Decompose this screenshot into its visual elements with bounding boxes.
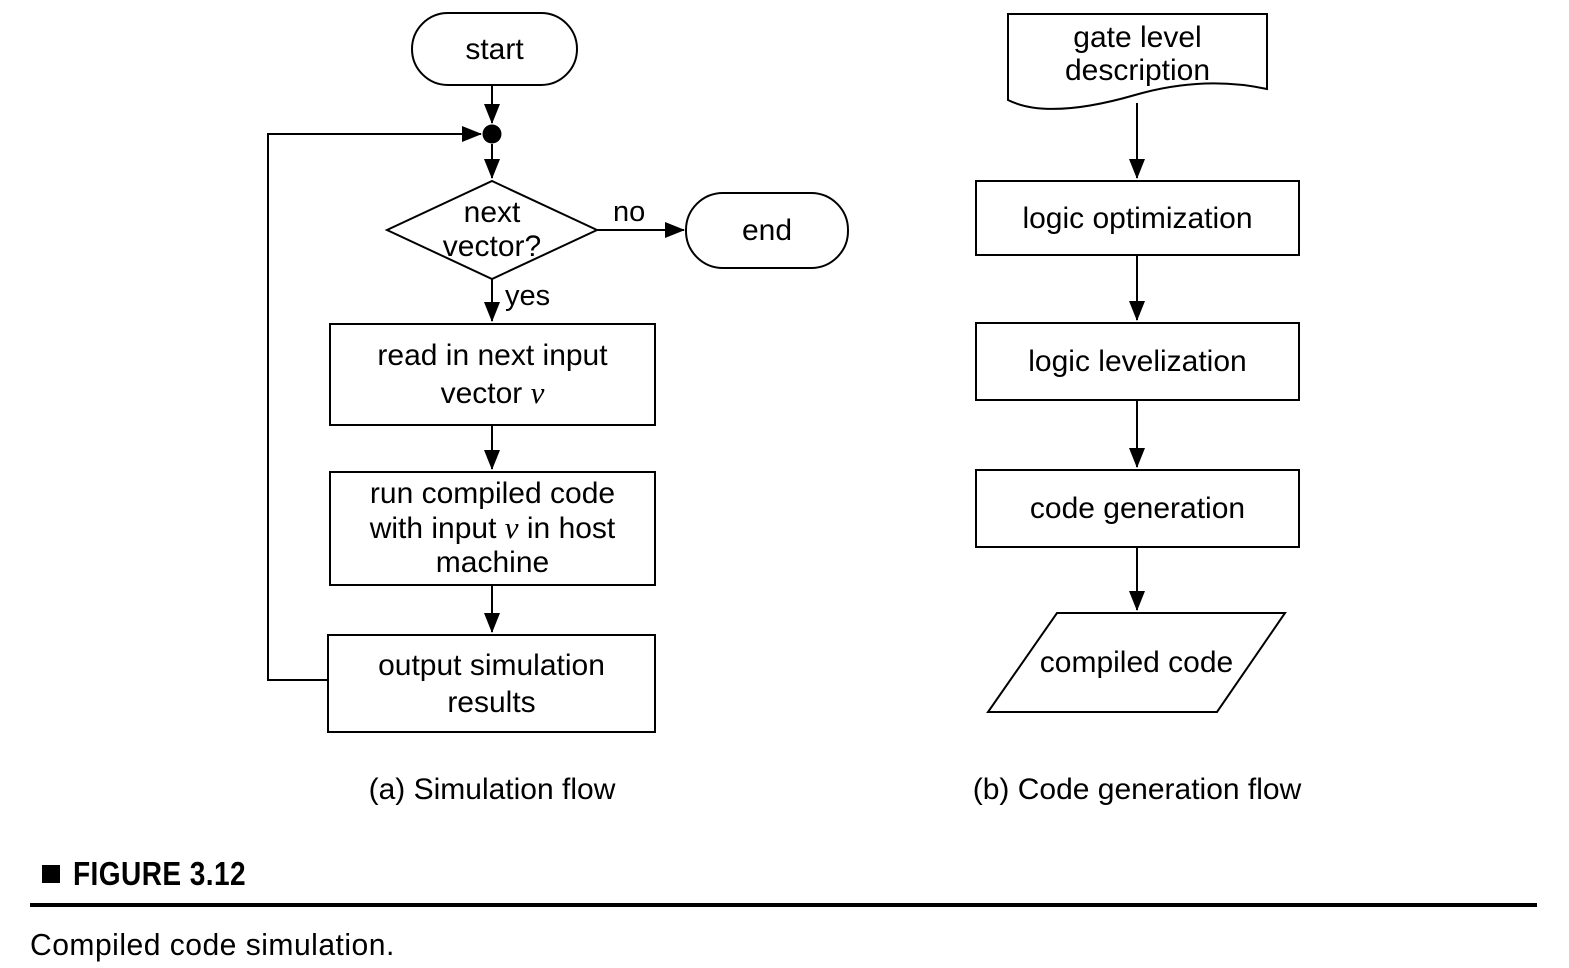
compiled-code-label: compiled code [1039, 646, 1234, 679]
gate-level-document-shape [1007, 13, 1268, 110]
read-vector-line2-text: vector [440, 377, 531, 410]
figure-number-label: FIGURE 3.12 [73, 855, 247, 892]
logic-levelization-label: logic levelization [1028, 345, 1247, 378]
figure-bullet-square-icon [42, 865, 60, 883]
flow-a-caption: (a) Simulation flow [368, 773, 616, 806]
vector-variable: v [504, 510, 519, 545]
run-code-label: run compiled code with input v in host m… [369, 477, 616, 579]
code-generation-box-shape [975, 469, 1300, 548]
decision-label: next vector? [442, 196, 542, 263]
read-vector-label: read in next input vector v [377, 339, 608, 410]
decision-diamond-shape [384, 179, 600, 281]
run-code-line2-suffix: in host [518, 512, 616, 545]
logic-levelization-box-shape [975, 322, 1300, 401]
code-generation-label: code generation [1029, 492, 1246, 525]
vector-variable: v [530, 375, 545, 410]
run-code-line2-prefix: with input [369, 512, 505, 545]
logic-optimization-box-shape [975, 180, 1300, 256]
junction-dot [482, 124, 502, 144]
yes-branch-label: yes [505, 280, 551, 312]
start-terminal-shape [411, 12, 578, 86]
output-results-box-shape [327, 634, 656, 733]
read-vector-box-shape [329, 323, 656, 426]
start-label: start [465, 32, 524, 66]
figure-label-row: FIGURE 3.12 [42, 855, 277, 893]
no-branch-label: no [613, 196, 646, 228]
feedback-loop-connector [267, 126, 482, 681]
gate-level-description-label: gate level description [1064, 21, 1211, 87]
flow-b-caption: (b) Code generation flow [972, 773, 1302, 806]
output-results-label: output simulation results [378, 648, 605, 719]
figure-caption-text: Compiled code simulation. [30, 927, 395, 962]
compiled-code-parallelogram-shape [986, 612, 1287, 713]
run-code-box-shape [329, 471, 656, 586]
figure-divider-rule [30, 903, 1537, 907]
logic-optimization-label: logic optimization [1022, 201, 1253, 235]
end-terminal-shape [685, 192, 849, 269]
end-label: end [741, 214, 793, 247]
